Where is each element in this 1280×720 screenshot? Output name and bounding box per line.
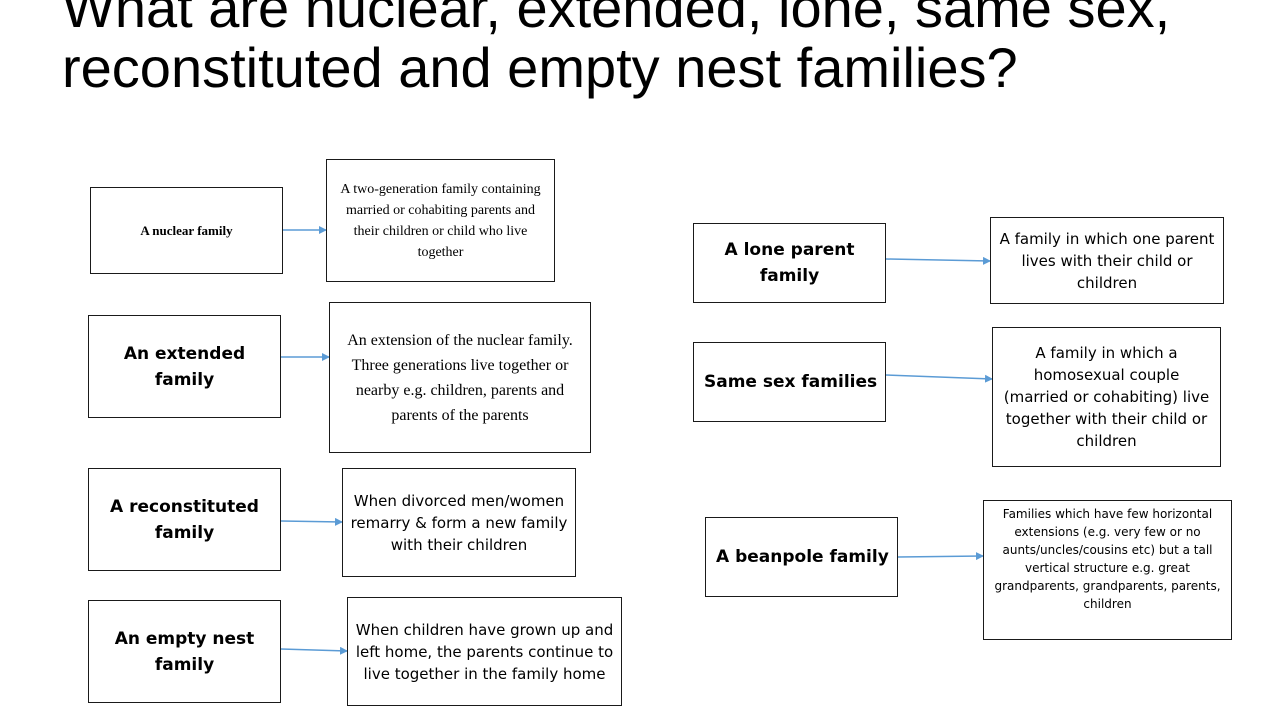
arrow-same-sex [885,374,993,383]
definition-extended-family: An extension of the nuclear family. Thre… [329,302,591,453]
arrow-lone-parent [885,256,991,265]
page-title: What are nuclear, extended, lone, same s… [62,0,1171,99]
definition-same-sex-families: A family in which a homosexual couple (m… [992,327,1221,467]
term-same-sex-families-label: Same sex families [704,372,878,392]
term-extended-family: An extended family [88,315,281,418]
definition-empty-nest-family: When children have grown up and left hom… [347,597,622,706]
arrow-reconstituted [280,517,343,526]
definition-lone-parent-family: A family in which one parent lives with … [990,217,1224,304]
term-reconstituted-family: A reconstituted family [88,468,281,571]
term-reconstituted-family-label: A reconstituted family [110,496,259,543]
term-beanpole-family-label: A beanpole family [716,547,889,567]
term-empty-nest-family-label: An empty nest family [114,628,255,675]
term-empty-nest-family: An empty nest family [88,600,281,703]
term-lone-parent-family: A lone parent family [693,223,886,303]
arrow-beanpole [897,552,984,561]
definition-reconstituted-family: When divorced men/women remarry & form a… [342,468,576,577]
definition-extended-family-text: An extension of the nuclear family. Thre… [347,331,573,424]
definition-beanpole-family: Families which have few horizontal exten… [983,500,1232,640]
definition-reconstituted-family-text: When divorced men/women remarry & form a… [350,491,568,554]
term-nuclear-family-label: A nuclear family [140,222,233,238]
term-nuclear-family: A nuclear family [90,187,283,274]
definition-empty-nest-family-text: When children have grown up and left hom… [355,620,614,683]
definition-same-sex-families-text: A family in which a homosexual couple (m… [1003,344,1210,450]
arrow-empty-nest [280,646,348,655]
term-extended-family-label: An extended family [123,343,246,390]
term-beanpole-family: A beanpole family [705,517,898,597]
term-same-sex-families: Same sex families [693,342,886,422]
definition-nuclear-family: A two-generation family containing marri… [326,159,555,282]
definition-nuclear-family-text: A two-generation family containing marri… [340,181,541,260]
term-lone-parent-family-label: A lone parent family [724,240,855,286]
definition-lone-parent-family-text: A family in which one parent lives with … [999,229,1215,292]
definition-beanpole-family-text: Families which have few horizontal exten… [994,507,1221,611]
